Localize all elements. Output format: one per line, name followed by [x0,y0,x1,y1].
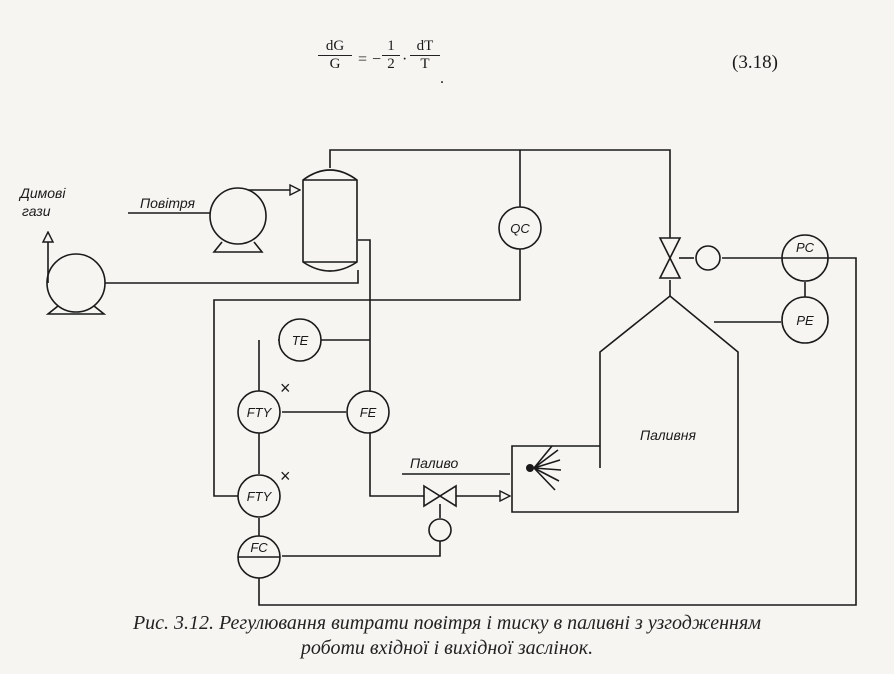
flue-gases-label-line1: Димові [18,185,66,201]
instrument-fe: FE [346,390,390,434]
damper-body [658,237,682,279]
qc-tag: QC [510,221,530,236]
top-pipe [329,149,671,238]
formula-lhs-denominator: G [329,56,341,72]
air-fan [209,187,267,253]
pc-feedback-loop [258,257,857,606]
vessel-to-flue-fan [76,270,359,284]
fuel-valve-body [423,484,457,508]
pipe-lines [48,149,857,606]
te-tag: TE [292,333,309,348]
fty-upper-tag: FTY [247,405,273,420]
flue-fan-base [45,305,107,315]
air-label: Повітря [140,195,195,211]
damper-actuator-icon [695,245,721,271]
formula-rhs-denominator: T [420,56,430,72]
vessel-to-fe [358,239,371,392]
formula-period: . [440,70,444,87]
instrument-pe: PE [781,296,829,344]
instrument-qc: QC [498,206,542,250]
formula-rhs-numerator: dT [410,38,440,56]
figure-caption-line1: Рис. 3.12. Регулювання витрати повітря і… [132,612,762,634]
furnace-outline [511,294,739,513]
fc-to-valve-actuator [282,540,441,557]
fuel-label: Паливо [410,455,458,471]
instrument-pc: PC [781,234,829,282]
furnace-label: Паливня [640,427,696,443]
fraction-dg-over-g: dG G [318,38,352,73]
formula-coef-denominator: 2 [387,56,395,72]
fraction-one-half: 1 2 [382,38,400,73]
fuel-valve [423,484,457,542]
formula-minus: − [372,51,382,68]
formula-dot: · [402,51,408,68]
instrument-fty-lower: FTY [237,474,281,518]
furnace [511,294,739,513]
flue-gases-label-line2: гази [22,203,51,219]
fraction-dt-over-t: dT T [410,38,440,73]
flue-fan-housing [46,253,106,313]
air-fan-base [212,241,264,253]
instrument-te: TE [278,318,322,362]
instrument-fty-upper: FTY [237,390,281,434]
pc-tag: PC [796,240,815,255]
flue-gas-fan [45,253,107,315]
qc-to-fty-link [213,249,521,497]
fty-lower-tag: FTY [247,489,273,504]
instrument-fc: FC [237,535,281,579]
formula-equals: = [358,51,368,68]
formula-coef-numerator: 1 [382,38,400,56]
figure-caption-line2: роботи вхідної і вихідної заслінок. [300,637,594,659]
fuel-valve-actuator-icon [428,518,452,542]
air-fan-housing [209,187,267,245]
burner-icon [526,445,562,491]
equation-number: (3.18) [732,52,778,73]
vessel-body [302,169,358,272]
formula-lhs-numerator: dG [318,38,352,56]
fc-tag: FC [250,540,268,555]
burner-flame [533,445,562,491]
fe-to-fuel-valve [369,432,424,497]
outlet-damper [658,237,721,279]
air-heater-vessel [302,169,358,272]
multiply-mark-upper: × [280,378,291,398]
fe-tag: FE [360,405,377,420]
pe-tag: PE [796,313,814,328]
multiply-mark-lower: × [280,466,291,486]
